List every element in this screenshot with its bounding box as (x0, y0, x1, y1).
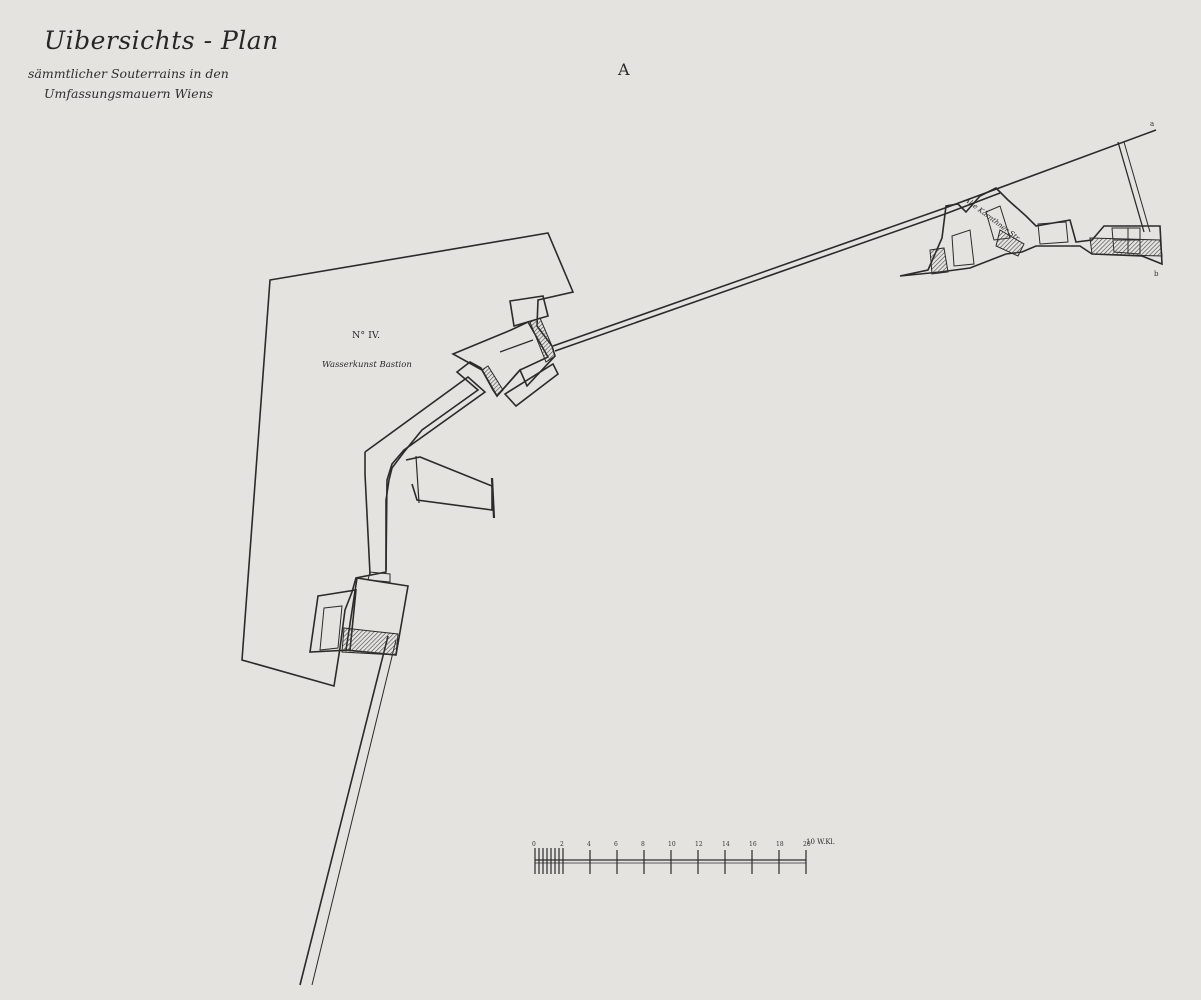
map-subtitle-line2: Umfassungsmauern Wiens (44, 86, 214, 101)
scale-unit-label: 10 W.Kl. (806, 838, 836, 846)
curtain-wall-south-inner (311, 639, 397, 986)
scale-tick-label: 2 (560, 841, 564, 848)
hatched-wall-south (341, 627, 399, 656)
map-subtitle-line1: sämmtlicher Souterrains in den (28, 66, 229, 81)
corner-mark-b: b (1154, 270, 1159, 278)
scale-tick-label: 20 (803, 841, 811, 848)
scale-tick-label: 18 (776, 841, 784, 848)
scale-tick-label: 16 (749, 841, 757, 848)
hatched-wall-north (529, 317, 556, 363)
corner-mark-a: a (1150, 120, 1155, 128)
scale-tick-label: 14 (722, 841, 730, 848)
corridor-diagonal-outer (364, 452, 371, 575)
scale-tick-label: 8 (641, 841, 645, 848)
scale-bar (534, 848, 807, 874)
scale-tick-label: 12 (695, 841, 703, 848)
scale-tick-label: 6 (614, 841, 618, 848)
curtain-wall-south (299, 635, 389, 986)
kaerntner-street-block (899, 187, 1163, 277)
map-title: Uibersichts - Plan (44, 26, 279, 55)
sheet-letter: A (618, 60, 630, 79)
scale-tick-label: 0 (532, 841, 536, 848)
corridor-diagonal (364, 375, 487, 571)
bastion-number-label: N° IV. (352, 330, 381, 341)
scale-tick-label: 10 (668, 841, 676, 848)
casemate-north-block (451, 320, 550, 398)
scale-tick-label: 4 (587, 841, 591, 848)
bastion-name-label: Wasserkunst Bastion (322, 360, 412, 370)
curtain-wall-north-east (552, 129, 1157, 347)
